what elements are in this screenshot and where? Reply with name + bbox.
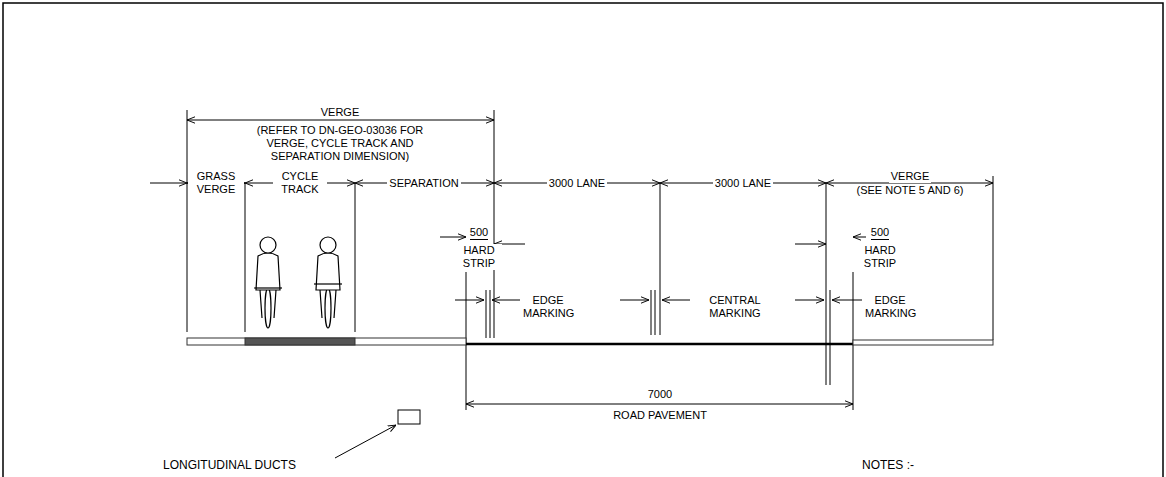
dimension-label: HARD STRIP xyxy=(857,244,903,270)
dimension-value: 7000 xyxy=(648,388,672,401)
leader-line xyxy=(335,425,396,458)
extension-line xyxy=(245,183,246,332)
central-marking-line xyxy=(651,290,652,335)
dimension-arrow xyxy=(853,237,866,238)
dimension-line xyxy=(466,404,853,405)
marking-arrow xyxy=(455,300,484,301)
callout-label: LONGITUDINAL DUCTS xyxy=(163,458,296,472)
cycle-track-surface xyxy=(245,338,355,345)
bicycle-wheel xyxy=(265,288,271,328)
dimension-line xyxy=(150,183,187,184)
road-pavement xyxy=(466,343,853,346)
handlebar xyxy=(254,287,282,288)
central-marking-line xyxy=(655,290,656,335)
cyclist-figure xyxy=(314,237,342,328)
extension-line xyxy=(826,183,827,385)
marking-label: EDGE MARKING xyxy=(523,294,573,320)
dimension-value: 500 xyxy=(871,226,889,240)
verge-strip xyxy=(187,338,466,345)
extension-line xyxy=(660,183,661,335)
duct-symbol xyxy=(398,410,420,424)
dimension-note: (SEE NOTE 5 AND 6) xyxy=(855,184,966,197)
extension-line xyxy=(993,176,994,340)
rider-head xyxy=(320,237,336,253)
dimension-label: VERGE xyxy=(889,170,932,183)
marking-label: EDGE MARKING xyxy=(865,294,915,320)
reference-note: (REFER TO DN-GEO-03036 FOR VERGE, CYCLE … xyxy=(253,124,428,163)
rider-head xyxy=(260,237,276,253)
marking-arrow xyxy=(620,300,649,301)
marking-arrow xyxy=(492,300,520,301)
edge-marking-line xyxy=(486,290,487,338)
edge-marking-line xyxy=(490,290,491,338)
marking-arrow xyxy=(662,300,690,301)
marking-arrow xyxy=(832,300,862,301)
verge-strip xyxy=(853,340,993,345)
rider-legs xyxy=(320,290,336,318)
extension-line xyxy=(187,110,188,332)
cyclist-figure xyxy=(254,237,282,328)
extension-line xyxy=(494,110,495,338)
dimension-label: 3000 LANE xyxy=(713,177,773,190)
dimension-label: ROAD PAVEMENT xyxy=(613,409,707,422)
handlebar xyxy=(314,283,342,284)
dimension-label: HARD STRIP xyxy=(456,244,502,270)
edge-marking-line xyxy=(830,290,831,385)
dimension-line xyxy=(187,120,494,121)
marking-label: CENTRAL MARKING xyxy=(709,294,761,320)
dimension-label: SEPARATION xyxy=(387,177,460,190)
rider-legs xyxy=(260,290,276,318)
dimension-label: VERGE xyxy=(321,106,360,119)
sheet-border xyxy=(3,3,1163,477)
dimension-value: 500 xyxy=(470,226,488,240)
notes-heading: NOTES :- xyxy=(862,458,914,472)
marking-arrow xyxy=(795,300,824,301)
bicycle-wheel xyxy=(325,288,331,328)
rider-body xyxy=(256,253,280,290)
dimension-label: 3000 LANE xyxy=(547,177,607,190)
extension-line xyxy=(355,183,356,332)
dimension-arrow xyxy=(440,237,466,238)
dimension-label: GRASS VERGE xyxy=(188,170,244,196)
dimension-arrow xyxy=(795,244,826,245)
dimension-label: CYCLE TRACK xyxy=(273,170,327,196)
